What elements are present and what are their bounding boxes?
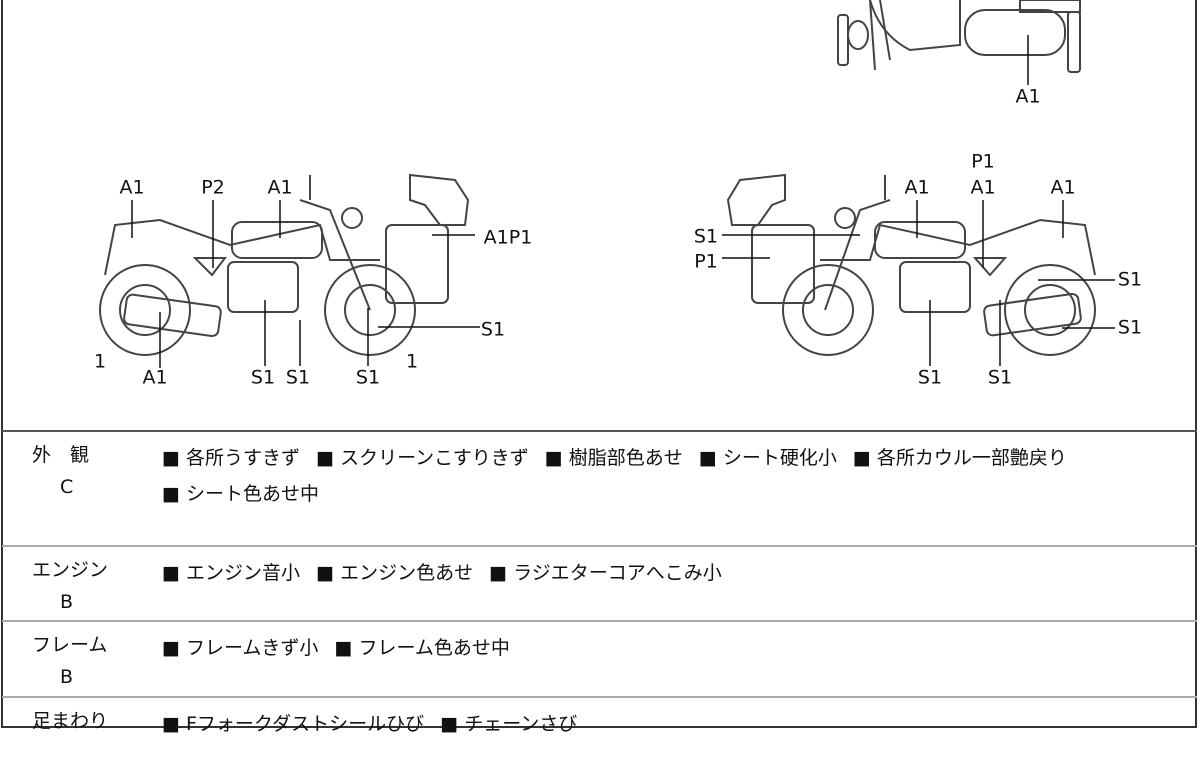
condition-item: 樹脂部色あせ bbox=[545, 447, 683, 469]
diagram-label: P1 bbox=[694, 250, 718, 273]
item-list: フレームきず小 フレーム色あせ中 bbox=[162, 630, 1182, 666]
condition-item: フレーム色あせ中 bbox=[334, 637, 509, 659]
condition-table: 外 観 C 各所うすきず スクリーンこすりきず 樹脂部色あせ シート硬化小 各所… bbox=[2, 430, 1197, 758]
category-label: 外 観 bbox=[32, 444, 90, 466]
condition-item: 各所カウル一部艶戻り bbox=[853, 447, 1067, 469]
diagram-label: P1 bbox=[971, 150, 995, 173]
diagram-label: A1 bbox=[142, 366, 168, 389]
condition-item: Fフォークダストシールひび bbox=[162, 713, 424, 735]
condition-item: チェーンさび bbox=[440, 713, 577, 735]
diagram-label: S1 bbox=[987, 366, 1013, 389]
item-list: Fフォークダストシールひび チェーンさび bbox=[162, 706, 1182, 742]
diagram-label: 1 bbox=[93, 350, 107, 373]
diagram-label: S1 bbox=[285, 366, 311, 389]
diagram-label: A1P1 bbox=[483, 226, 533, 249]
diagram-label: A1 bbox=[1015, 85, 1041, 108]
left-side-motorcycle bbox=[99, 173, 470, 356]
grade-label: B bbox=[60, 591, 74, 613]
diagram-label: S1 bbox=[1117, 268, 1143, 291]
motorcycle-diagrams bbox=[99, 0, 1115, 368]
table-row-suspension: 足まわり Fフォークダストシールひび チェーンさび bbox=[2, 698, 1197, 758]
condition-item: フレームきず小 bbox=[162, 637, 318, 659]
diagram-label: 1 bbox=[405, 350, 419, 373]
leader-lines bbox=[131, 35, 1115, 368]
condition-item: シート硬化小 bbox=[699, 447, 837, 469]
right-side-motorcycle bbox=[726, 173, 1096, 356]
table-row-engine: エンジン B エンジン音小 エンジン色あせ ラジエターコアへこみ小 bbox=[2, 547, 1197, 622]
diagram-label: S1 bbox=[917, 366, 943, 389]
condition-item: エンジン音小 bbox=[162, 562, 300, 584]
diagram-label: A1 bbox=[267, 176, 293, 199]
condition-item: シート色あせ中 bbox=[162, 483, 319, 505]
item-list: エンジン音小 エンジン色あせ ラジエターコアへこみ小 bbox=[162, 555, 1182, 591]
diagram-label: S1 bbox=[693, 225, 719, 248]
diagram-label: S1 bbox=[480, 318, 506, 341]
grade-label: C bbox=[60, 476, 74, 498]
condition-item: スクリーンこすりきず bbox=[316, 447, 529, 469]
table-row-exterior: 外 観 C 各所うすきず スクリーンこすりきず 樹脂部色あせ シート硬化小 各所… bbox=[2, 432, 1197, 547]
item-list: 各所うすきず スクリーンこすりきず 樹脂部色あせ シート硬化小 各所カウル一部艶… bbox=[162, 440, 1182, 512]
condition-item: エンジン色あせ bbox=[316, 562, 473, 584]
diagram-label: A1 bbox=[970, 176, 996, 199]
diagram-label: S1 bbox=[250, 366, 276, 389]
category-label: フレーム bbox=[32, 634, 108, 656]
top-view-motorcycle bbox=[837, 0, 1081, 73]
diagram-label: A1 bbox=[119, 176, 145, 199]
diagram-label: A1 bbox=[1050, 176, 1076, 199]
condition-item: ラジエターコアへこみ小 bbox=[489, 562, 722, 584]
diagram-label: P2 bbox=[201, 176, 225, 199]
diagram-label: A1 bbox=[904, 176, 930, 199]
grade-label: B bbox=[60, 666, 74, 688]
diagram-label: S1 bbox=[1117, 316, 1143, 339]
diagram-label: S1 bbox=[355, 366, 381, 389]
category-label: エンジン bbox=[32, 559, 109, 581]
condition-item: 各所うすきず bbox=[162, 447, 300, 469]
table-row-frame: フレーム B フレームきず小 フレーム色あせ中 bbox=[2, 622, 1197, 698]
